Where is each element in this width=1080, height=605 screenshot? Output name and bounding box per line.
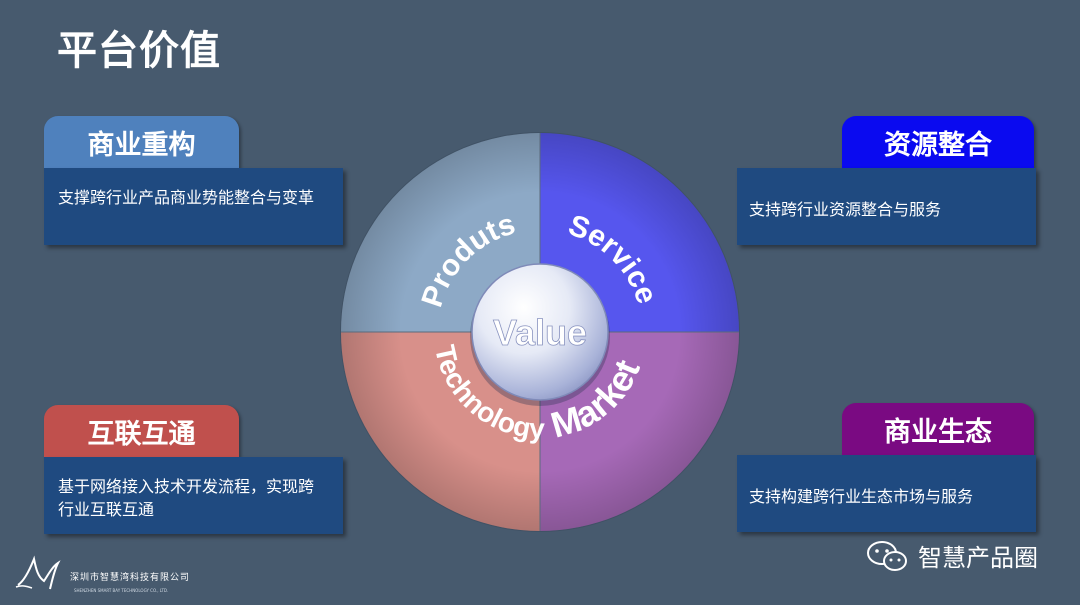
tab-business-ecology: 商业生态 [842,403,1034,455]
company-name-en: SHENZHEN SMART BAY TECHNOLOGY CO., LTD. [74,588,169,593]
page-title: 平台价值 [57,28,221,74]
box-business-restructure: 支撑跨行业产品商业势能整合与变革 [44,168,343,245]
tab-interconnection: 互联互通 [44,405,239,457]
tab-business-ecology-label: 商业生态 [884,416,992,448]
company-logo: 深圳市智慧湾科技有限公司 [14,555,190,593]
bird-logo-icon [15,555,61,590]
tab-resource-integration-label: 资源整合 [884,129,992,161]
box-resource-integration: 支持跨行业资源整合与服务 [737,168,1036,245]
box-interconnection: 基于网络接入技术开发流程，实现跨行业互联互通 [44,457,343,534]
value-wheel: Produts Service Technology Market Value [340,132,740,532]
center-label: Value [493,312,587,353]
wechat-label: 智慧产品圈 [918,544,1038,572]
box-business-ecology-text: 支持构建跨行业生态市场与服务 [749,487,974,506]
wechat-icon [867,540,907,571]
box-interconnection-text: 基于网络接入技术开发流程，实现跨行业互联互通 [58,477,315,519]
box-resource-integration-text: 支持跨行业资源整合与服务 [749,200,942,219]
box-business-ecology: 支持构建跨行业生态市场与服务 [737,455,1036,532]
company-name: 深圳市智慧湾科技有限公司 [70,573,191,583]
tab-business-restructure-label: 商业重构 [87,129,196,161]
box-business-restructure-text: 支撑跨行业产品商业势能整合与变革 [58,188,315,207]
tab-interconnection-label: 互联互通 [87,418,196,450]
tab-business-restructure: 商业重构 [44,116,239,168]
tab-resource-integration: 资源整合 [842,116,1034,168]
center-orb [471,263,609,401]
wechat-watermark: 智慧产品圈 [866,538,1038,573]
